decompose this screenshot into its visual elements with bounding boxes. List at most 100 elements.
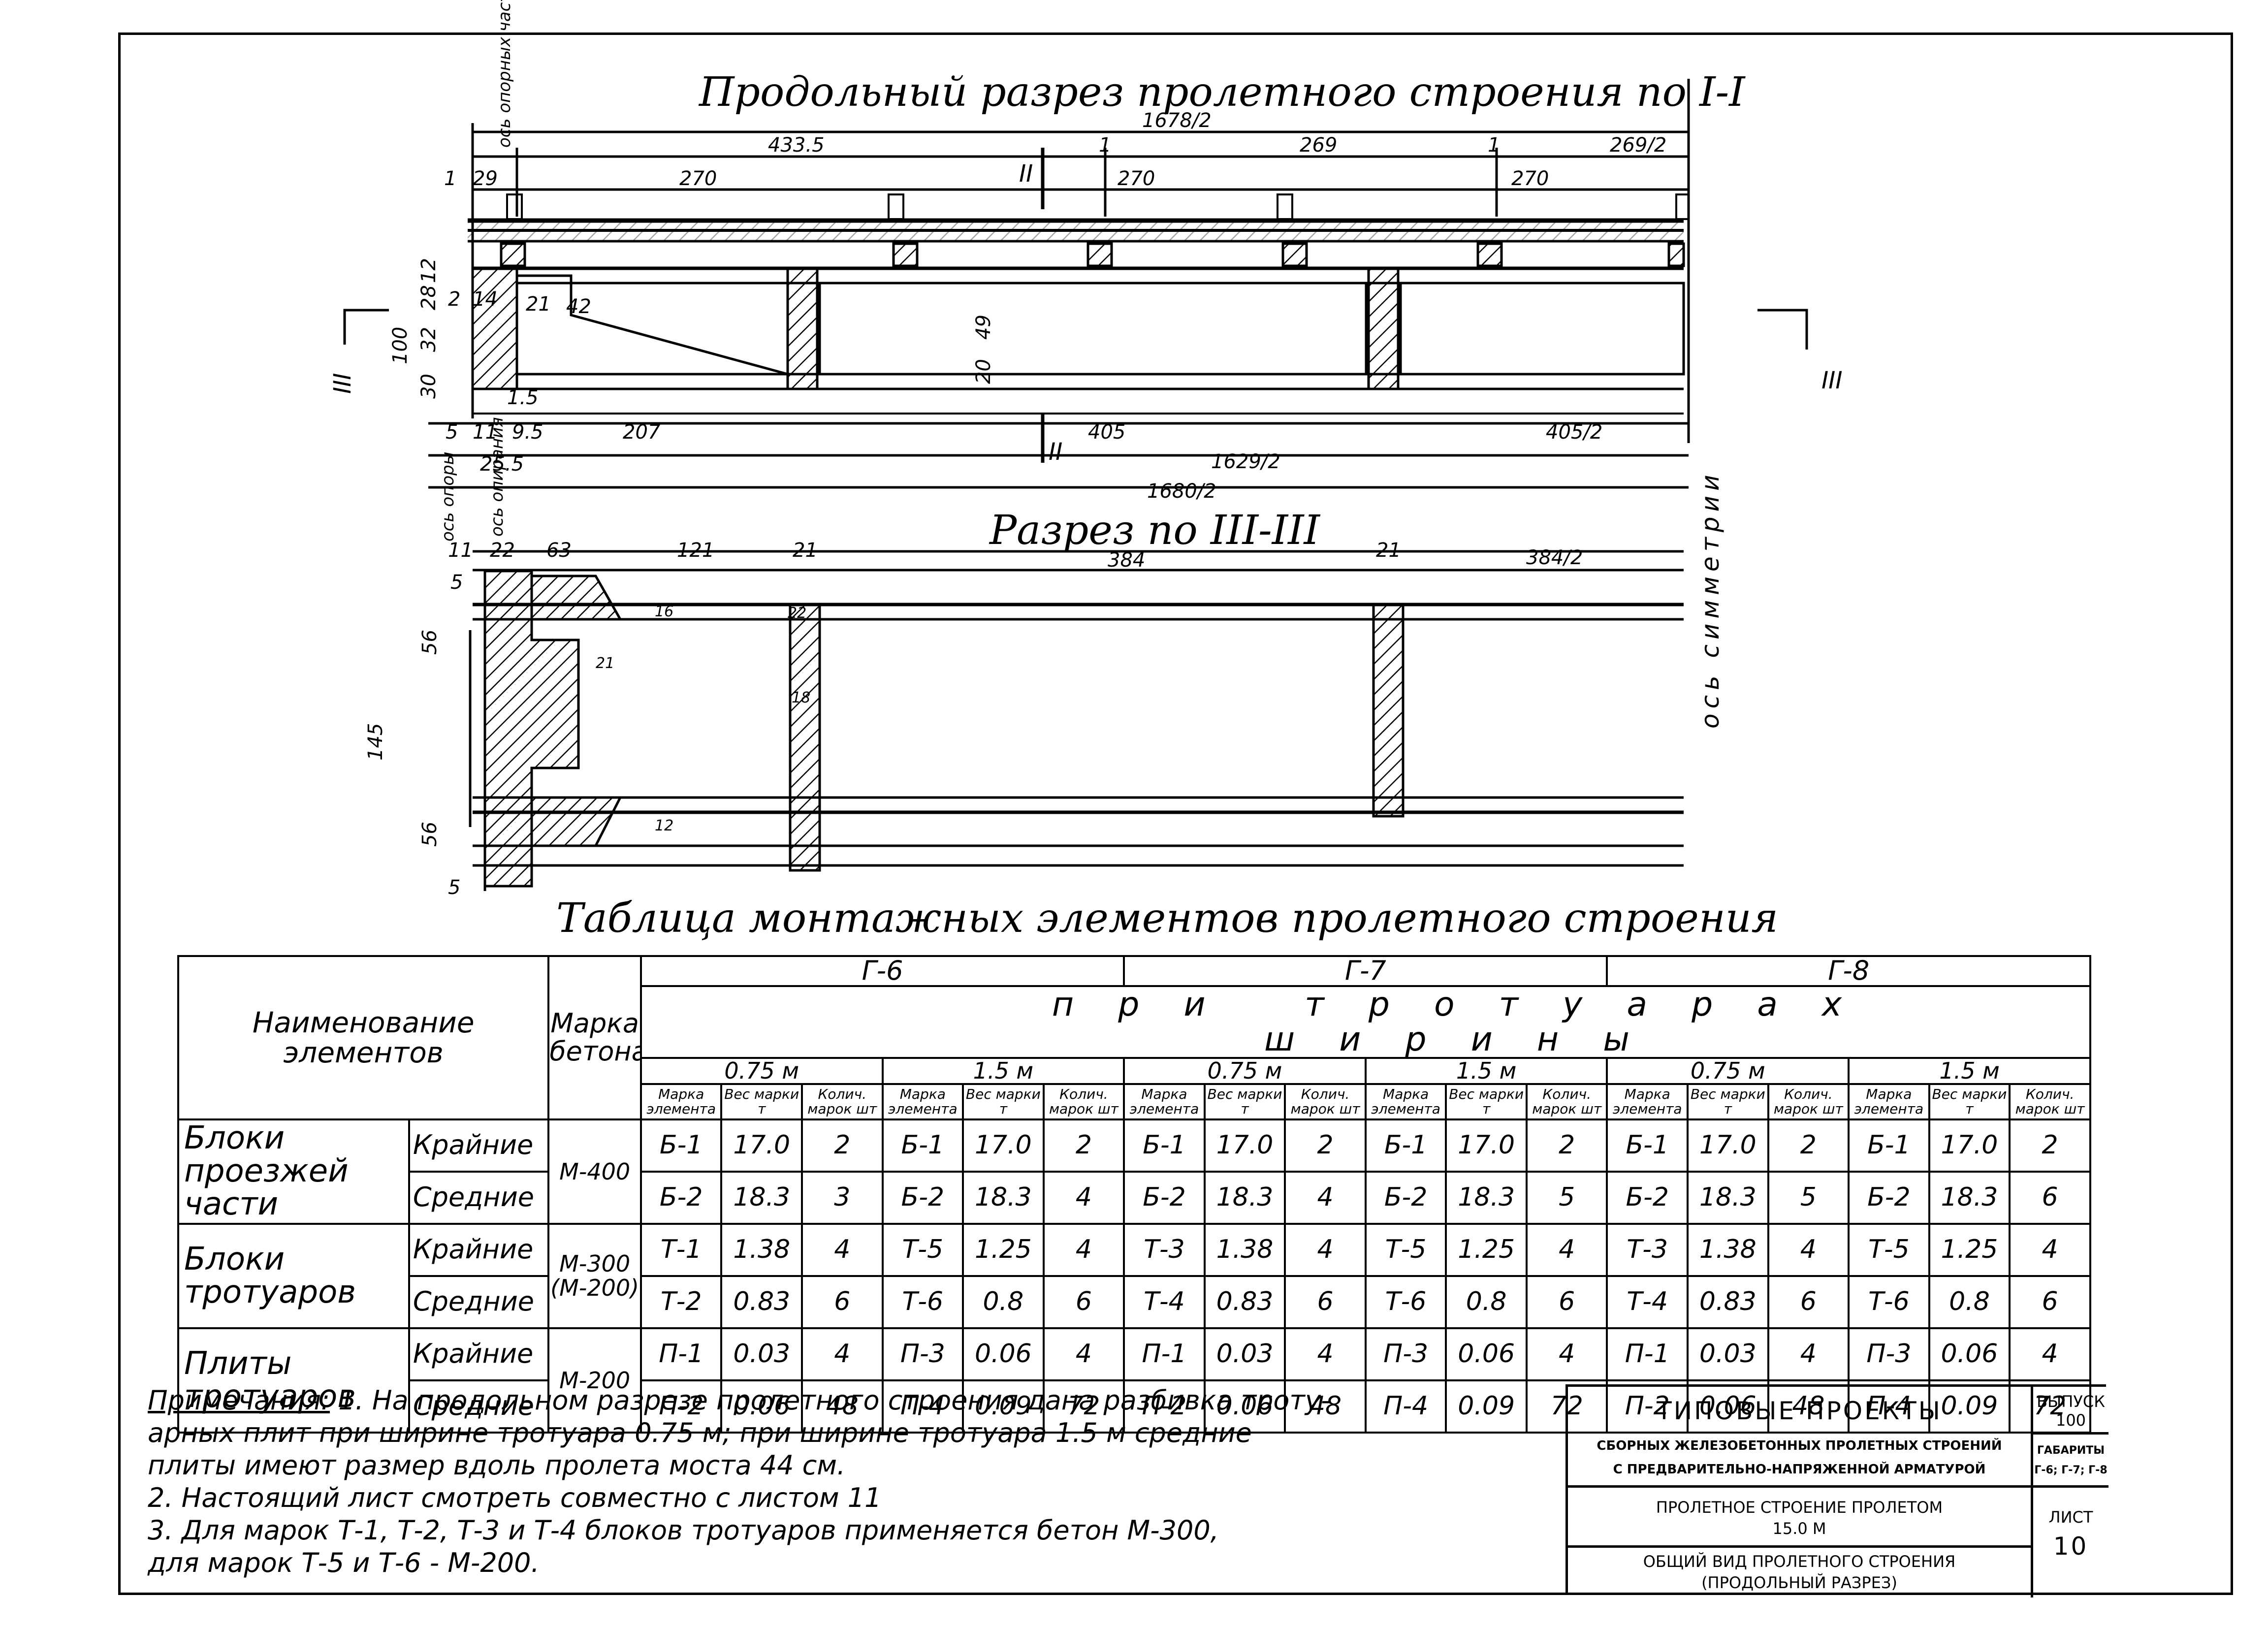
table-cell: 72 (1042, 1379, 1125, 1434)
dim-11: 11 (473, 421, 498, 444)
table-cell: П-3 (881, 1327, 964, 1381)
mounting-elements-table: Наименование элементов Марка бетона Г-6 … (177, 955, 2092, 1434)
stamp-span1: Пролетное строение пролетом (1656, 1498, 1943, 1517)
group-name: Плиты тротуаров (177, 1327, 410, 1434)
table-cell: Б-2 (1364, 1170, 1447, 1225)
row-subtype: Средние (408, 1379, 550, 1434)
dim-29: 29 (473, 167, 498, 190)
note-1-line-c: плиты имеют размер вдоль пролета моста 4… (148, 1450, 846, 1481)
table-cell: 0.83 (1203, 1275, 1286, 1329)
table-cell: 4 (2009, 1222, 2091, 1277)
table-cell: 2 (1525, 1118, 1608, 1173)
table-cell: 6 (2009, 1275, 2091, 1329)
table-cell: Б-1 (1364, 1118, 1447, 1173)
table-cell: П-1 (1123, 1327, 1206, 1381)
table-cell: 0.03 (720, 1327, 803, 1381)
column-header-qty-4: Колич. марок шт (1767, 1083, 1850, 1120)
table-cell: 4 (1042, 1327, 1125, 1381)
table-cell: 48 (1767, 1379, 1850, 1434)
name-header: Наименование элементов (177, 955, 550, 1120)
dim-v100: 100 (389, 326, 412, 364)
notes-block: Примечания: 1. На продольном разрезе про… (148, 1384, 1546, 1579)
table-cell: 0.83 (1687, 1275, 1769, 1329)
column-header-mark-0: Марка элемента (639, 1083, 723, 1120)
mark-iii-left: III (329, 373, 356, 394)
column-header-weight-1: Вес марки т (962, 1083, 1045, 1120)
sec-dim-12: 12 (655, 817, 674, 834)
axis-symmetry-label: ось симметрии (1696, 470, 1725, 729)
dim-one-b: 1 (1488, 134, 1501, 157)
concrete-header: Марка бетона (547, 955, 642, 1120)
stamp-gab-label: Габариты (2037, 1444, 2105, 1457)
concrete-grade: М-200 (547, 1327, 642, 1434)
table-cell: 18.3 (720, 1170, 803, 1225)
dim-25-5: 25.5 (480, 453, 524, 476)
table-cell: 2 (1042, 1118, 1125, 1173)
w15-g7: 1.5 м (1364, 1057, 1608, 1085)
table-cell: Т-5 (1364, 1222, 1447, 1277)
table-cell: Б-2 (1848, 1170, 1930, 1225)
table-cell: 17.0 (1445, 1118, 1528, 1173)
table-cell: 4 (1525, 1222, 1608, 1277)
table-cell: 17.0 (1203, 1118, 1286, 1173)
table-cell: 2 (801, 1118, 884, 1173)
table-cell: 17.0 (962, 1118, 1045, 1173)
table-cell: 18.3 (962, 1170, 1045, 1225)
dim-v14: 14 (473, 288, 498, 311)
stamp-span2: 15.0 м (1772, 1519, 1826, 1538)
concrete-grade: М-400 (547, 1118, 642, 1225)
axis-pier-label: ось опоры (438, 451, 458, 542)
stamp-line1: Сборных железобетонных пролетных строени… (1597, 1438, 2002, 1453)
dim-one-c: 1 (444, 167, 457, 190)
table-cell: 0.06 (962, 1327, 1045, 1381)
sec-dim-5-bot: 5 (448, 876, 461, 899)
sec-dim-56-a: 56 (418, 630, 441, 655)
note-2: 2. Настоящий лист смотреть совместно с л… (148, 1482, 882, 1513)
stamp-sheet-label: Лист (2048, 1508, 2093, 1527)
dim-269: 269 (1300, 134, 1338, 157)
table-cell: 0.8 (1445, 1275, 1528, 1329)
table-cell: 0.09 (1928, 1379, 2011, 1434)
table-cell: 0.03 (1687, 1327, 1769, 1381)
w075-g6: 0.75 м (639, 1057, 884, 1085)
column-header-qty-5: Колич. марок шт (2009, 1083, 2091, 1120)
table-cell: 4 (1284, 1222, 1367, 1277)
table-cell: Т-3 (1606, 1222, 1689, 1277)
table-cell: 4 (1042, 1170, 1125, 1225)
group-name: Блоки проезжей части (177, 1118, 410, 1225)
table-cell: 4 (1284, 1170, 1367, 1225)
table-cell: П-2 (1606, 1379, 1689, 1434)
table-cell: 1.38 (720, 1222, 803, 1277)
note-3-line-a: 3. Для марок Т-1, Т-2, Т-3 и Т-4 блоков … (148, 1515, 1219, 1546)
dim-v2: 2 (448, 288, 461, 311)
stamp-divider-h3 (1568, 1545, 2031, 1548)
dim-total-half: 1678/2 (1142, 109, 1212, 132)
table-cell: П-1 (639, 1327, 723, 1381)
header-g6: Г-6 (639, 955, 1125, 987)
name-header-line2: элементов (283, 1035, 444, 1069)
dim-405-half: 405/2 (1546, 421, 1603, 444)
table-cell: 4 (1284, 1327, 1367, 1381)
note-1-line-b: арных плит при ширине тротуара 0.75 м; п… (148, 1417, 1252, 1448)
table-cell: 4 (1525, 1327, 1608, 1381)
sec-dim-384-half: 384/2 (1526, 546, 1583, 569)
table-cell: 0.06 (1203, 1379, 1286, 1434)
stamp-gab-value: Г-6; Г-7; Г-8 (2034, 1464, 2108, 1476)
longitudinal-section-title: Продольный разрез пролетного строения по… (699, 69, 1745, 116)
dim-5: 5 (446, 421, 458, 444)
table-cell: 0.09 (962, 1379, 1045, 1434)
table-cell: 4 (801, 1222, 884, 1277)
column-header-qty-3: Колич. марок шт (1525, 1083, 1608, 1120)
note-1a-text: 1. На продольном разрезе пролетного стро… (338, 1385, 1331, 1416)
column-header-weight-2: Вес марки т (1203, 1083, 1286, 1120)
table-cell: 18.3 (1203, 1170, 1286, 1225)
stamp-divider-h2 (2033, 1432, 2108, 1435)
table-cell: Т-2 (639, 1275, 723, 1329)
dim-42: 42 (566, 295, 591, 318)
table-cell: 0.8 (1928, 1275, 2011, 1329)
table-cell: Т-5 (881, 1222, 964, 1277)
table-cell: 4 (1042, 1222, 1125, 1277)
